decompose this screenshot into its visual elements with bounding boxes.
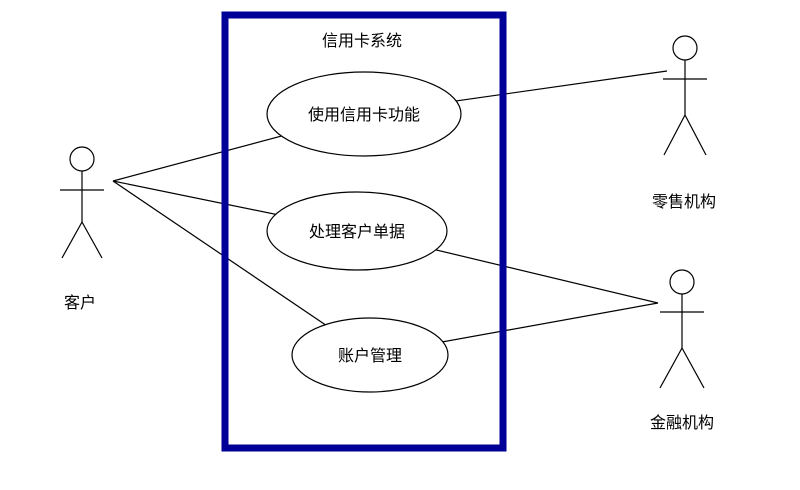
- actor-retail-left-leg: [663, 114, 686, 156]
- system-boundary: [221, 11, 507, 452]
- actor-customer-label: 客户: [64, 293, 96, 312]
- actor-customer-left-leg: [61, 221, 83, 259]
- system-title: 信用卡系统: [322, 31, 402, 50]
- actor-customer: 客户: [60, 146, 104, 312]
- actor-retail-organization: 零售机构: [652, 35, 716, 211]
- actor-financial-head-icon: [669, 269, 695, 295]
- use-case-label-use-credit-card: 使用信用卡功能: [308, 105, 420, 124]
- actor-customer-right-leg: [81, 221, 103, 259]
- actor-financial-organization: 金融机构: [650, 269, 714, 432]
- actor-retail-label: 零售机构: [652, 192, 716, 211]
- actor-financial-right-leg: [681, 347, 705, 389]
- actor-financial-label: 金融机构: [650, 413, 714, 432]
- use-case-ellipse-use-credit-card: [266, 71, 462, 157]
- actor-retail-head-icon: [672, 35, 698, 61]
- use-case-ellipse-process-bills: [266, 191, 448, 271]
- actor-financial-left-leg: [659, 347, 683, 389]
- actor-customer-head-icon: [69, 146, 95, 172]
- actor-retail-right-leg: [684, 114, 707, 156]
- use-case-label-process-bills: 处理客户单据: [309, 222, 405, 241]
- use-case-ellipse-account-management: [291, 317, 449, 393]
- use-case-label-account-management: 账户管理: [338, 346, 402, 365]
